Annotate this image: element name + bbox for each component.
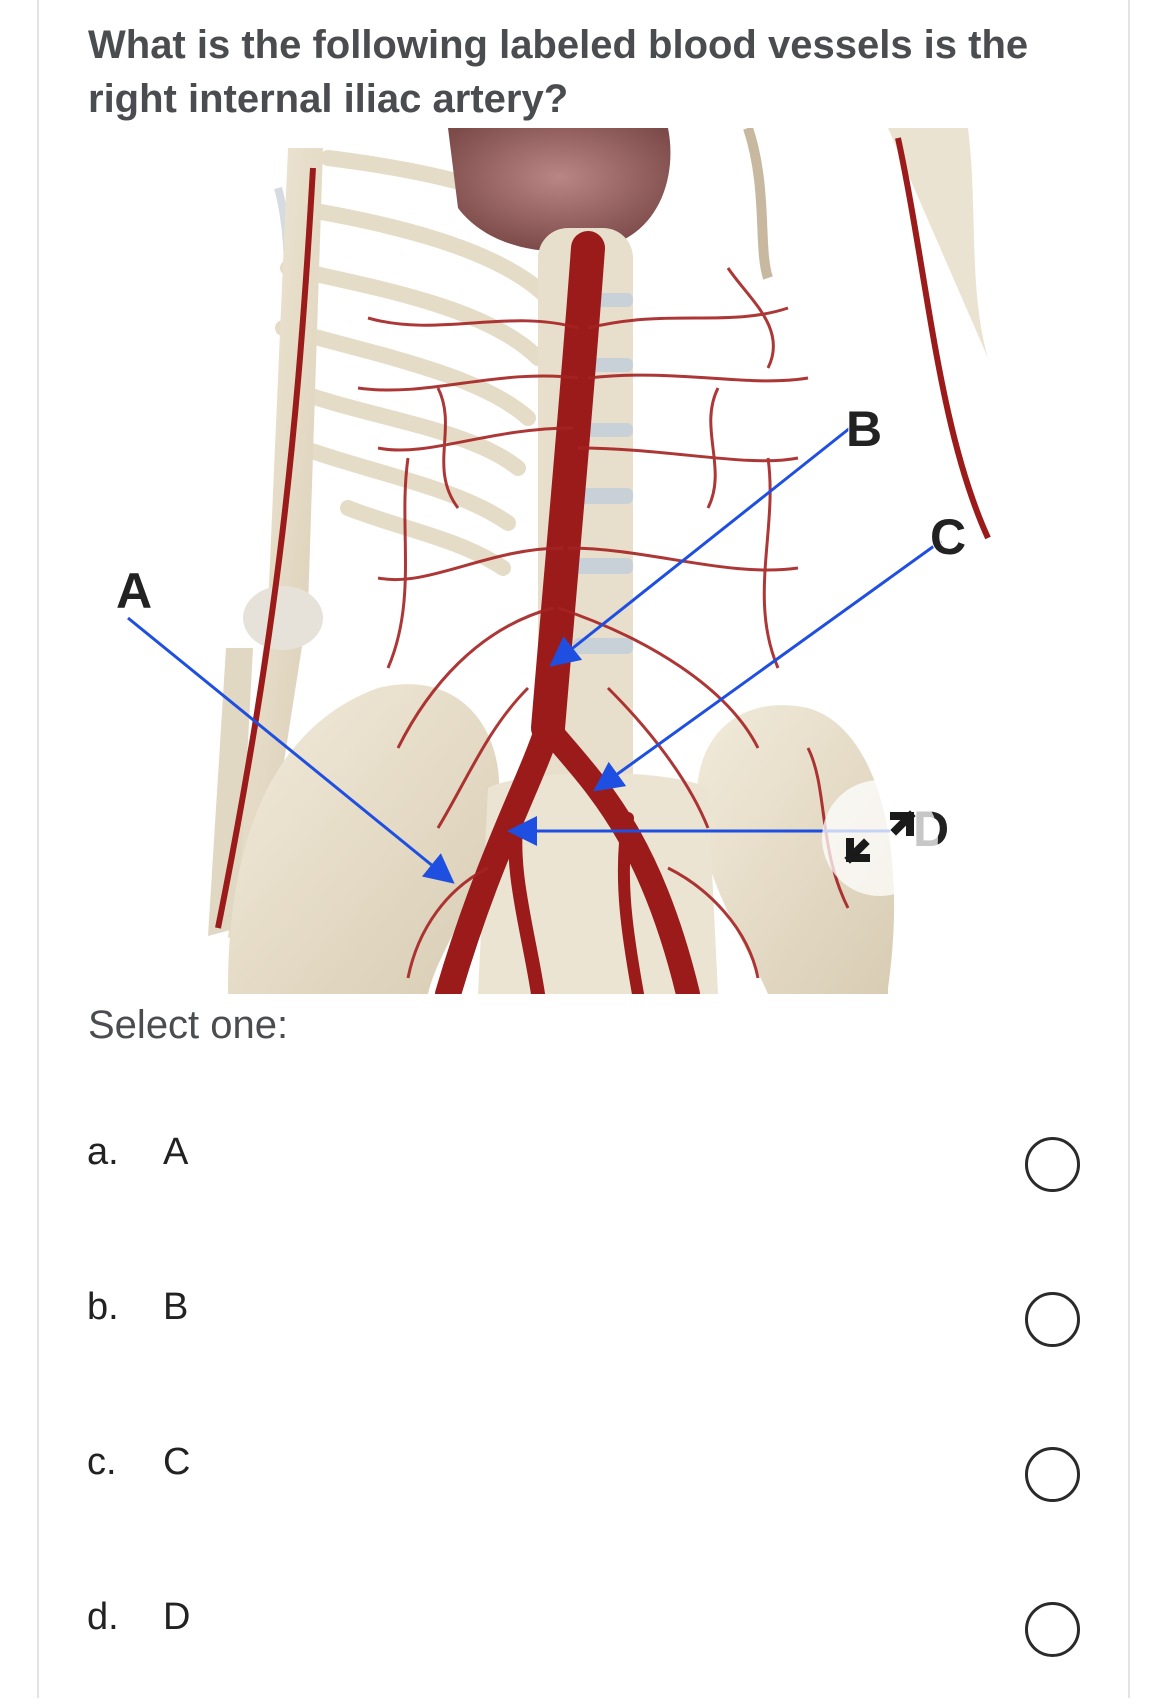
right-ilium (696, 705, 895, 994)
option-text: B (163, 1286, 189, 1328)
pointer-c (593, 539, 942, 792)
option-text: A (163, 1131, 189, 1173)
aorta (435, 231, 700, 994)
radio-button[interactable] (1025, 1292, 1080, 1347)
option-letter: a. (87, 1131, 119, 1173)
radio-button[interactable] (1025, 1447, 1080, 1502)
option-letter: c. (87, 1441, 117, 1483)
select-one-label: Select one: (88, 1003, 289, 1047)
label-a: A (116, 563, 152, 619)
answer-option-d[interactable]: d. D (37, 1550, 1130, 1705)
anatomy-figure: A B C D (108, 128, 1058, 994)
option-letter: d. (87, 1596, 119, 1638)
question-text: What is the following labeled blood vess… (88, 23, 1029, 121)
radio-button[interactable] (1025, 1137, 1080, 1192)
label-c: C (930, 509, 966, 565)
expand-diagonal-arrows-icon[interactable] (822, 780, 938, 896)
radio-button[interactable] (1025, 1602, 1080, 1657)
liver (448, 128, 671, 252)
answer-option-b[interactable]: b. B (37, 1240, 1130, 1395)
option-text: C (163, 1441, 191, 1483)
label-b: B (846, 401, 882, 457)
option-text: D (163, 1596, 191, 1638)
pointer-a (127, 616, 455, 884)
answer-option-c[interactable]: c. C (37, 1395, 1130, 1550)
left-ilium (228, 684, 500, 994)
branch-vessels (357, 267, 850, 979)
answer-list: a. A b. B c. C d. D (37, 1085, 1130, 1705)
answer-option-a[interactable]: a. A (37, 1085, 1130, 1240)
pointer-b (549, 426, 851, 667)
option-letter: b. (87, 1286, 119, 1328)
